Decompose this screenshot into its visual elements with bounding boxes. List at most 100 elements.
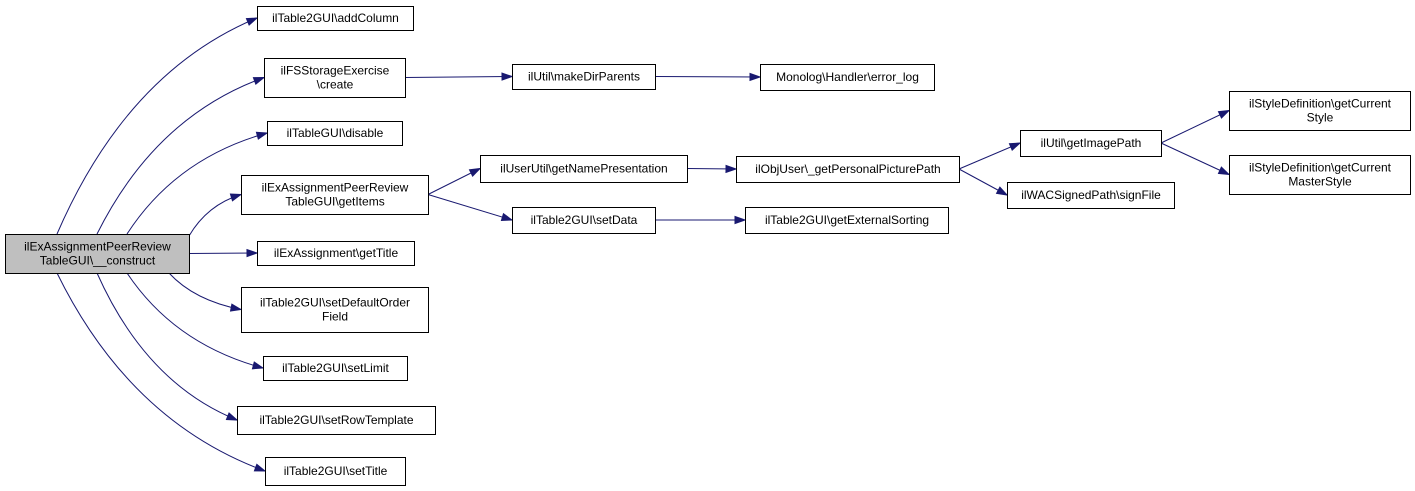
node-signFile[interactable]: ilWACSignedPath\signFile bbox=[1007, 182, 1175, 209]
node-personalPicture-box[interactable] bbox=[736, 156, 960, 183]
arrowhead-setData-to-externalSorting bbox=[734, 215, 747, 225]
arrowhead-root-to-getTitle bbox=[246, 248, 259, 258]
node-currentStyle-label-line-1: Style bbox=[1307, 111, 1334, 125]
node-externalSorting-label-line-0: ilTable2GUI\getExternalSorting bbox=[765, 213, 929, 227]
node-getTitle-box[interactable] bbox=[257, 241, 415, 266]
node-fsCreate-label-line-0: ilFSStorageExercise bbox=[281, 64, 390, 78]
node-getItems-box[interactable] bbox=[241, 175, 429, 215]
node-getImagePath-box[interactable] bbox=[1020, 130, 1162, 157]
arrowhead-makeDirParents-to-errorLog bbox=[749, 72, 762, 82]
node-errorLog[interactable]: Monolog\Handler\error_log bbox=[760, 64, 935, 91]
call-edges bbox=[56, 17, 1231, 472]
node-addColumn[interactable]: ilTable2GUI\addColumn bbox=[257, 6, 414, 31]
node-currentStyle-label-line-0: ilStyleDefinition\getCurrent bbox=[1249, 97, 1392, 111]
node-externalSorting-box[interactable] bbox=[745, 207, 949, 234]
edge-root-to-setRowTemplate bbox=[96, 272, 238, 421]
node-setTitle-box[interactable] bbox=[265, 457, 406, 486]
node-setDefaultOrder-box[interactable] bbox=[241, 287, 429, 333]
node-getItems[interactable]: ilExAssignmentPeerReviewTableGUI\getItem… bbox=[241, 175, 429, 215]
node-signFile-label-line-0: ilWACSignedPath\signFile bbox=[1021, 188, 1161, 202]
node-disable-box[interactable] bbox=[267, 121, 403, 146]
edge-root-to-disable bbox=[126, 132, 268, 235]
node-signFile-box[interactable] bbox=[1007, 182, 1175, 209]
node-root-label-line-1: TableGUI\__construct bbox=[40, 254, 156, 268]
node-disable[interactable]: ilTableGUI\disable bbox=[267, 121, 403, 146]
arrowhead-root-to-setLimit bbox=[251, 361, 265, 370]
edge-fsCreate-to-makeDirParents bbox=[404, 76, 513, 78]
node-setData-box[interactable] bbox=[512, 207, 656, 234]
node-fsCreate[interactable]: ilFSStorageExercise\create bbox=[264, 58, 406, 98]
node-addColumn-label-line-0: ilTable2GUI\addColumn bbox=[272, 11, 399, 25]
node-getImagePath[interactable]: ilUtil\getImagePath bbox=[1020, 130, 1162, 157]
arrowhead-getItems-to-getNamePresentation bbox=[468, 167, 482, 177]
arrowhead-getImagePath-to-currentStyle bbox=[1217, 109, 1231, 119]
node-setTitle[interactable]: ilTable2GUI\setTitle bbox=[265, 457, 406, 486]
arrowhead-root-to-getItems bbox=[229, 193, 243, 202]
node-personalPicture[interactable]: ilObjUser\_getPersonalPicturePath bbox=[736, 156, 960, 183]
arrowhead-root-to-addColumn bbox=[245, 17, 259, 26]
arrowhead-getImagePath-to-currentMasterStyle bbox=[1217, 166, 1231, 176]
edge-root-to-setLimit bbox=[126, 272, 264, 369]
node-makeDirParents-label-line-0: ilUtil\makeDirParents bbox=[528, 70, 640, 84]
node-setData-label-line-0: ilTable2GUI\setData bbox=[531, 213, 638, 227]
arrowhead-root-to-setDefaultOrder bbox=[229, 303, 243, 312]
node-setTitle-label-line-0: ilTable2GUI\setTitle bbox=[284, 464, 388, 478]
node-setRowTemplate[interactable]: ilTable2GUI\setRowTemplate bbox=[237, 406, 436, 435]
node-setRowTemplate-box[interactable] bbox=[237, 406, 436, 435]
node-root-box[interactable] bbox=[5, 234, 190, 274]
node-disable-label-line-0: ilTableGUI\disable bbox=[287, 126, 384, 140]
arrowhead-getNamePresentation-to-personalPicture bbox=[725, 164, 738, 174]
node-currentMasterStyle-label-line-1: MasterStyle bbox=[1288, 175, 1352, 189]
edge-makeDirParents-to-errorLog bbox=[654, 76, 761, 78]
arrowhead-root-to-setRowTemplate bbox=[225, 412, 239, 421]
node-setDefaultOrder-label-line-0: ilTable2GUI\setDefaultOrder bbox=[260, 296, 410, 310]
edge-getItems-to-setData bbox=[427, 194, 513, 221]
node-fsCreate-label-line-1: \create bbox=[317, 78, 354, 92]
arrowhead-personalPicture-to-getImagePath bbox=[1008, 142, 1022, 151]
node-currentStyle-box[interactable] bbox=[1229, 91, 1411, 131]
arrowhead-root-to-fsCreate bbox=[252, 76, 266, 86]
edge-personalPicture-to-getImagePath bbox=[958, 142, 1021, 170]
edge-root-to-getTitle bbox=[188, 252, 258, 254]
edge-getImagePath-to-currentMasterStyle bbox=[1160, 142, 1230, 175]
node-getNamePresentation-label-line-0: ilUserUtil\getNamePresentation bbox=[500, 162, 667, 176]
arrowhead-getItems-to-setData bbox=[500, 212, 514, 221]
node-getItems-label-line-0: ilExAssignmentPeerReview bbox=[262, 181, 409, 195]
node-setRowTemplate-label-line-0: ilTable2GUI\setRowTemplate bbox=[259, 413, 413, 427]
node-setLimit-box[interactable] bbox=[263, 356, 408, 381]
node-getNamePresentation[interactable]: ilUserUtil\getNamePresentation bbox=[480, 155, 688, 183]
arrowhead-personalPicture-to-signFile bbox=[995, 186, 1009, 196]
node-getTitle-label-line-0: ilExAssignment\getTitle bbox=[274, 246, 399, 260]
node-getItems-label-line-1: TableGUI\getItems bbox=[285, 195, 384, 209]
edge-getImagePath-to-currentStyle bbox=[1160, 110, 1230, 144]
edge-root-to-fsCreate bbox=[96, 77, 265, 235]
node-setLimit[interactable]: ilTable2GUI\setLimit bbox=[263, 356, 408, 381]
node-setLimit-label-line-0: ilTable2GUI\setLimit bbox=[282, 361, 389, 375]
node-setDefaultOrder-label-line-1: Field bbox=[322, 310, 348, 324]
node-setData[interactable]: ilTable2GUI\setData bbox=[512, 207, 656, 234]
node-makeDirParents-box[interactable] bbox=[512, 64, 656, 90]
edge-root-to-setDefaultOrder bbox=[168, 272, 242, 310]
node-addColumn-box[interactable] bbox=[257, 6, 414, 31]
edge-root-to-setTitle bbox=[56, 272, 266, 472]
node-makeDirParents[interactable]: ilUtil\makeDirParents bbox=[512, 64, 656, 90]
node-currentMasterStyle-box[interactable] bbox=[1229, 155, 1411, 195]
node-currentMasterStyle-label-line-0: ilStyleDefinition\getCurrent bbox=[1249, 161, 1392, 175]
node-getTitle[interactable]: ilExAssignment\getTitle bbox=[257, 241, 415, 266]
node-fsCreate-box[interactable] bbox=[264, 58, 406, 98]
node-errorLog-box[interactable] bbox=[760, 64, 935, 91]
node-personalPicture-label-line-0: ilObjUser\_getPersonalPicturePath bbox=[755, 162, 940, 176]
node-root-label-line-0: ilExAssignmentPeerReview bbox=[24, 240, 171, 254]
arrowhead-root-to-setTitle bbox=[253, 463, 267, 472]
call-nodes: ilExAssignmentPeerReviewTableGUI\__const… bbox=[5, 6, 1411, 486]
node-externalSorting[interactable]: ilTable2GUI\getExternalSorting bbox=[745, 207, 949, 234]
edge-root-to-addColumn bbox=[56, 17, 258, 235]
node-getNamePresentation-box[interactable] bbox=[480, 155, 688, 183]
node-errorLog-label-line-0: Monolog\Handler\error_log bbox=[776, 70, 919, 84]
arrowhead-root-to-disable bbox=[255, 131, 269, 140]
node-root[interactable]: ilExAssignmentPeerReviewTableGUI\__const… bbox=[5, 234, 190, 274]
